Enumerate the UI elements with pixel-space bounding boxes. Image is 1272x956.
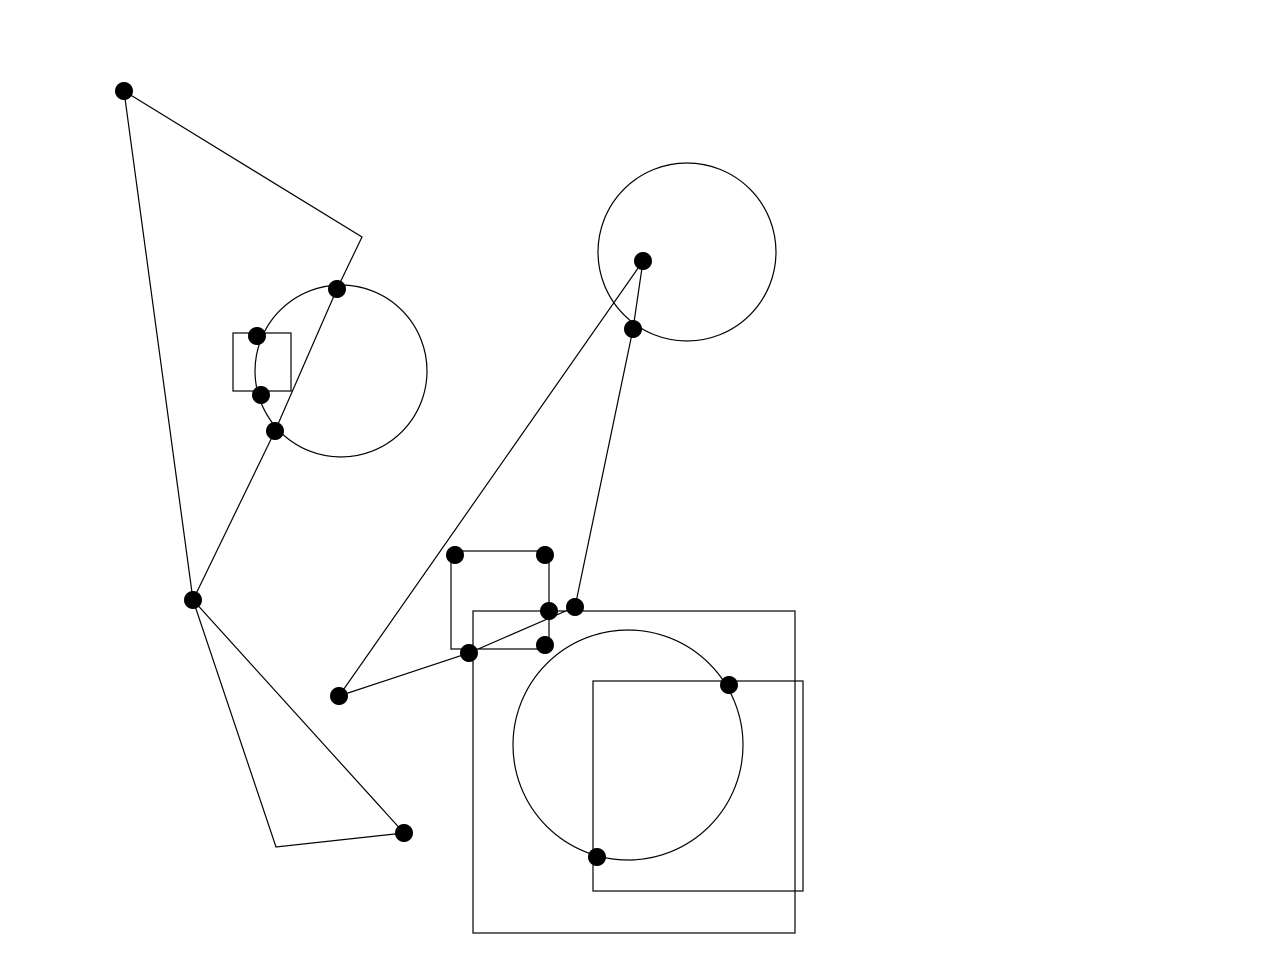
point	[624, 320, 642, 338]
polyline-left	[123, 90, 363, 603]
point	[266, 422, 284, 440]
point	[540, 602, 558, 620]
polyline-center	[338, 260, 644, 697]
point	[634, 252, 652, 270]
circle-upper-right	[597, 162, 777, 342]
point	[460, 644, 478, 662]
point	[395, 824, 413, 842]
point	[330, 687, 348, 705]
point	[720, 676, 738, 694]
square-large	[472, 610, 796, 934]
point	[588, 848, 606, 866]
circle-lower	[512, 629, 744, 861]
point	[115, 82, 133, 100]
point	[536, 546, 554, 564]
polyline-lower-left	[192, 599, 406, 848]
points	[115, 82, 738, 866]
point	[184, 591, 202, 609]
point	[328, 280, 346, 298]
point	[252, 386, 270, 404]
point	[536, 636, 554, 654]
square-middle	[450, 550, 550, 650]
point	[248, 327, 266, 345]
point	[566, 598, 584, 616]
rect-lower-right	[592, 680, 804, 892]
point	[446, 546, 464, 564]
